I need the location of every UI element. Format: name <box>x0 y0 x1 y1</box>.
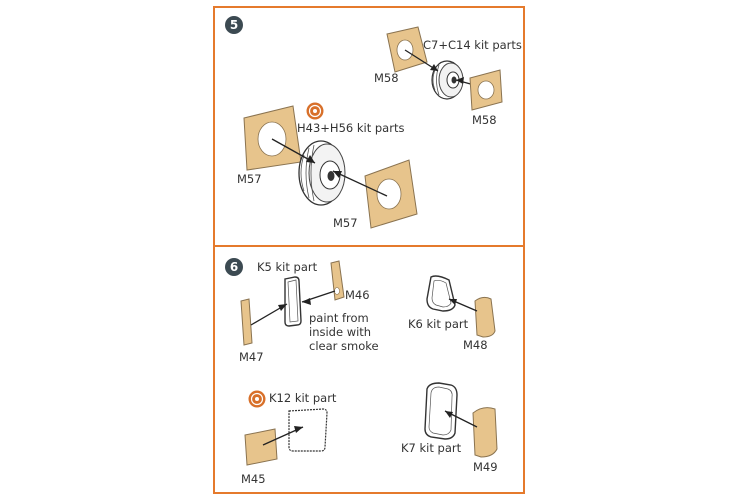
label-m49: M49 <box>473 460 498 474</box>
mask-m47 <box>240 298 253 346</box>
label-m57-left: M57 <box>237 172 262 186</box>
step-6-panel: 6 <box>213 245 525 494</box>
label-c7-c14: C7+C14 kit parts <box>423 38 522 52</box>
mask-m49 <box>472 407 498 458</box>
step-6-illustration <box>240 260 498 466</box>
step-number-badge: 5 <box>225 16 243 34</box>
label-m57-right: M57 <box>333 216 358 230</box>
mask-placement-icon <box>306 102 324 120</box>
mask-m45 <box>244 428 278 466</box>
footer-cut-off <box>232 493 432 500</box>
label-m45: M45 <box>241 472 266 486</box>
label-m58-right: M58 <box>472 113 497 127</box>
part-k5 <box>284 276 302 327</box>
label-paint-note: paint from inside with clear smoke <box>309 311 379 353</box>
label-h43-h56: H43+H56 kit parts <box>297 121 405 135</box>
label-k7: K7 kit part <box>401 441 462 455</box>
wheel-c7-c14 <box>431 60 464 100</box>
label-m48: M48 <box>463 338 488 352</box>
mask-m48 <box>474 296 496 338</box>
part-k12 <box>288 408 328 452</box>
label-m58-top: M58 <box>374 71 399 85</box>
label-m46: M46 <box>345 288 370 302</box>
step-5-panel: 5 <box>213 6 525 247</box>
label-k6: K6 kit part <box>408 317 469 331</box>
part-k6 <box>426 275 456 312</box>
mask-placement-icon <box>248 390 266 408</box>
label-m47: M47 <box>239 350 264 364</box>
wheel-h43-h56 <box>298 140 346 206</box>
step-number-badge: 6 <box>225 258 243 276</box>
step-5-illustration <box>243 26 503 229</box>
part-k7 <box>424 382 458 440</box>
label-k12: K12 kit part <box>269 391 337 405</box>
label-k5: K5 kit part <box>257 260 318 274</box>
